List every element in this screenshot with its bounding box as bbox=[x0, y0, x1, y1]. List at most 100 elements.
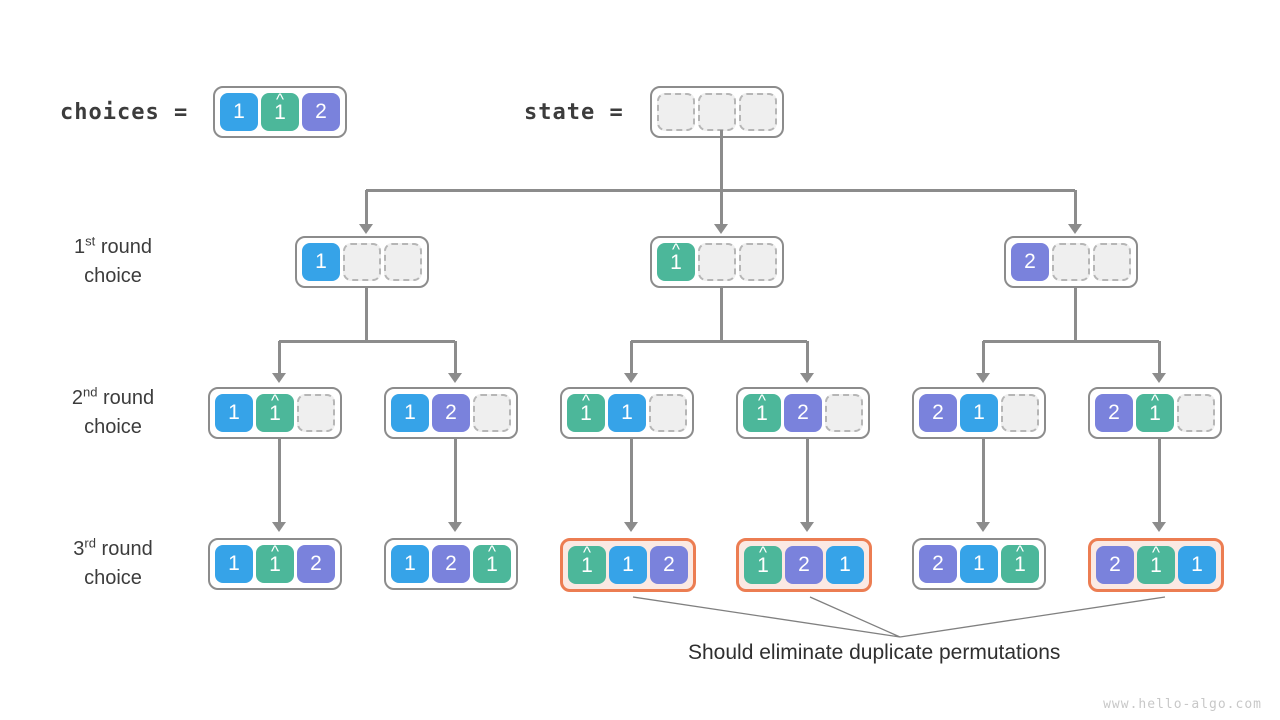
hat-wrapper: ^1 bbox=[1149, 392, 1161, 425]
round-3-label: 3rd round choice bbox=[33, 535, 193, 593]
cell-empty bbox=[1093, 243, 1131, 281]
connector-r2-5-stem bbox=[1157, 439, 1161, 524]
round-2-choice: choice bbox=[84, 416, 142, 438]
connector-to-r2-0-1 bbox=[453, 341, 457, 375]
round-2-label: 2nd round choice bbox=[33, 384, 193, 442]
choices-array: 1 ^1 2 bbox=[213, 86, 347, 138]
cell-value-1: ^1 bbox=[256, 392, 294, 432]
cell-empty bbox=[825, 394, 863, 432]
cell-label: 1 bbox=[1014, 552, 1026, 576]
cell-value-2: 2 bbox=[297, 545, 335, 583]
cell-value-1: ^1 bbox=[261, 91, 299, 131]
cell-value-1: 1 bbox=[826, 546, 864, 584]
connector-to-r1-2 bbox=[1073, 190, 1077, 226]
cell-value-2: 2 bbox=[1096, 546, 1134, 584]
cell-empty bbox=[739, 93, 777, 131]
connector-to-r2-2-1 bbox=[1157, 341, 1161, 375]
cell-value-2: 2 bbox=[785, 546, 823, 584]
cell-label: 2 bbox=[663, 553, 675, 576]
arrow-head-r3-4 bbox=[976, 522, 990, 532]
cell-label: 1 bbox=[756, 401, 768, 425]
cell-label: 2 bbox=[797, 401, 809, 424]
circumflex-icon: ^ bbox=[759, 542, 767, 562]
connector-r1-0-bus bbox=[279, 339, 455, 343]
connector-r1-0-stem bbox=[364, 288, 368, 341]
cell-value-1: 1 bbox=[215, 394, 253, 432]
cell-label: 1 bbox=[973, 401, 985, 424]
cell-empty bbox=[384, 243, 422, 281]
cell-value-1: ^1 bbox=[1001, 543, 1039, 583]
hat-wrapper: ^1 bbox=[269, 543, 281, 575]
connector-to-r1-1 bbox=[719, 190, 723, 226]
arrow-head-r3-0 bbox=[272, 522, 286, 532]
hat-wrapper: ^1 bbox=[486, 543, 498, 576]
cell-label: 1 bbox=[757, 553, 769, 577]
cell-value-1: 1 bbox=[391, 545, 429, 583]
arrow-head-r2-1-0 bbox=[624, 373, 638, 383]
connector-to-r1-0 bbox=[364, 190, 368, 226]
arrow-head-r3-3 bbox=[800, 522, 814, 532]
cell-label: 1 bbox=[1149, 401, 1161, 425]
state-node-r2n1: 1^1 bbox=[208, 387, 342, 439]
connector-to-r2-0-0 bbox=[277, 341, 281, 375]
connector-r1-1-bus bbox=[631, 339, 807, 343]
state-node-r2n4: ^1 2 bbox=[736, 387, 870, 439]
state-node-r1n3: 2 bbox=[1004, 236, 1138, 288]
hat-wrapper: ^1 bbox=[269, 392, 281, 425]
circumflex-icon: ^ bbox=[271, 541, 279, 561]
cell-value-2: 2 bbox=[650, 546, 688, 584]
cell-empty bbox=[343, 243, 381, 281]
cell-value-1: ^1 bbox=[1137, 544, 1175, 584]
arrow-head-r3-5 bbox=[1152, 522, 1166, 532]
cell-empty bbox=[739, 243, 777, 281]
circumflex-icon: ^ bbox=[758, 390, 766, 410]
cell-label: 2 bbox=[315, 100, 327, 123]
arrow-head-r2-0-0 bbox=[272, 373, 286, 383]
cell-label: 2 bbox=[445, 401, 457, 424]
cell-value-1: 1 bbox=[302, 243, 340, 281]
cell-label: 2 bbox=[798, 553, 810, 576]
arrow-head-r2-1-1 bbox=[800, 373, 814, 383]
cell-label: 1 bbox=[839, 553, 851, 576]
cell-value-1: ^1 bbox=[567, 390, 605, 432]
cell-label: 1 bbox=[233, 100, 245, 123]
connector-r1-2-bus bbox=[983, 339, 1159, 343]
caption-text: Should eliminate duplicate permutations bbox=[688, 641, 1061, 664]
cell-value-2: 2 bbox=[432, 394, 470, 432]
round-1-label: 1st round choice bbox=[33, 233, 193, 291]
arrow-head-r2-0-1 bbox=[448, 373, 462, 383]
round-2-ordinal: 2nd round bbox=[71, 384, 155, 409]
cell-value-2: 2 bbox=[919, 394, 957, 432]
cell-value-1: 1 bbox=[960, 394, 998, 432]
hat-wrapper: ^1 bbox=[1014, 543, 1026, 576]
arrow-head-r2-2-0 bbox=[976, 373, 990, 383]
arrow-head-r1-2 bbox=[1068, 224, 1082, 234]
cell-value-1: 1 bbox=[391, 394, 429, 432]
circumflex-icon: ^ bbox=[582, 390, 590, 410]
cell-value-1: ^1 bbox=[657, 241, 695, 281]
cell-value-2: 2 bbox=[432, 545, 470, 583]
cell-value-1: 1 bbox=[1178, 546, 1216, 584]
cell-value-1: 1 bbox=[215, 545, 253, 583]
cell-label: 1 bbox=[269, 401, 281, 425]
circumflex-icon: ^ bbox=[1016, 541, 1024, 561]
cell-value-1: ^1 bbox=[743, 390, 781, 432]
cell-empty bbox=[698, 93, 736, 131]
cell-label: 1 bbox=[486, 552, 498, 576]
cell-label: 2 bbox=[932, 401, 944, 424]
round-1-choice: choice bbox=[84, 265, 142, 287]
cell-value-2: 2 bbox=[1011, 243, 1049, 281]
cell-value-2: 2 bbox=[302, 93, 340, 131]
cell-value-1: ^1 bbox=[568, 544, 606, 584]
cell-value-1: 1 bbox=[608, 394, 646, 432]
cell-label: 1 bbox=[670, 250, 682, 274]
cell-value-1: ^1 bbox=[473, 543, 511, 583]
hat-wrapper: ^1 bbox=[670, 241, 682, 274]
